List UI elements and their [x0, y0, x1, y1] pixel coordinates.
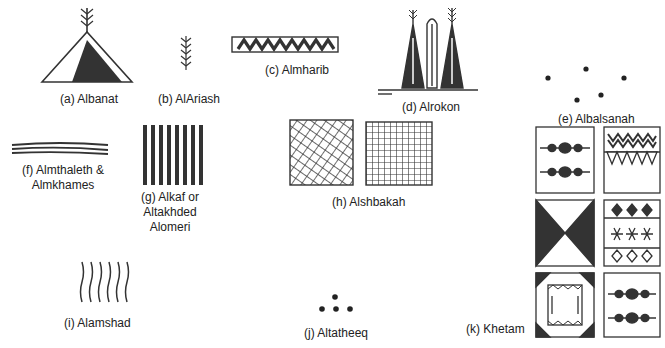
motif-label: (a) Albanat — [60, 92, 118, 107]
motif-label: (e) Albalsanah — [558, 112, 635, 127]
almthaleth-motif — [12, 143, 108, 154]
alshbakah-motif — [290, 120, 432, 185]
almharib-motif — [232, 37, 338, 52]
motif-label: (c) Almharib — [265, 63, 329, 78]
motif-label: (d) Alrokon — [402, 100, 460, 115]
alkaf-motif — [143, 125, 203, 185]
motif-label: (h) Alshbakah — [332, 195, 405, 210]
albalsanah-motif — [545, 66, 626, 102]
motif-label: (i) Alamshad — [64, 316, 131, 331]
khetam-motif — [536, 127, 660, 337]
albanat-motif — [42, 8, 132, 82]
motif-label: (k) Khetam — [466, 322, 525, 337]
motif-label: (b) AlAriash — [158, 92, 220, 107]
motif-label: (g) Alkaf or Altakhded Alomeri — [128, 190, 212, 235]
alamshad-motif — [81, 262, 129, 302]
motif-label: (j) Altatheeq — [304, 326, 368, 341]
alariash-motif — [181, 36, 191, 70]
alrokon-motif — [378, 8, 478, 94]
motif-label: (f) Almthaleth & Almkhames — [4, 163, 122, 193]
altatheeq-motif — [319, 294, 353, 312]
